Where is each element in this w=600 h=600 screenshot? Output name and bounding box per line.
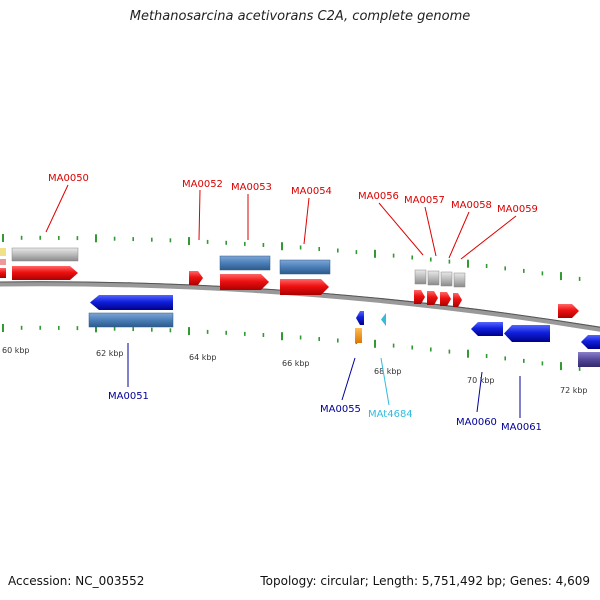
gene-label-ma0059[interactable]: MA0059 [497,204,538,215]
gene-arrow-ma0053[interactable] [220,274,269,290]
gene-feature-ma0050-rna[interactable] [11,247,79,262]
label-leader [378,202,424,256]
gene-arrow[interactable] [189,271,203,285]
scale-label: 72 kbp [560,386,588,395]
gene-feature[interactable] [0,268,6,278]
gene-arrow-ma0059[interactable] [453,293,462,307]
page-title: Methanosarcina acetivorans C2A, complete… [129,9,471,24]
gene-arrow-ma0050[interactable] [12,266,78,280]
label-leader [341,357,356,401]
gene-arrow-ma0061[interactable] [504,325,550,342]
gene-label-ma0056[interactable]: MA0056 [358,191,399,202]
gene-feature-ma0058-rna[interactable] [440,271,453,287]
gene-feature-ma0054-cds[interactable] [279,259,331,275]
gene-feature-ma0055-misc[interactable] [355,328,362,343]
scale-label: 62 kbp [96,349,124,358]
gene-arrow-ma0057[interactable] [427,291,438,305]
gene-arrow-ma0054[interactable] [280,279,329,295]
gene-label-ma0060[interactable]: MA0060 [456,417,497,428]
gene-feature-ma0059-rna[interactable] [453,272,466,288]
label-leader [476,371,483,413]
gene-arrow-ma0058[interactable] [440,292,451,306]
label-leader [380,357,390,406]
scale-label: 64 kbp [189,353,217,362]
gene-arrow-ma0055[interactable] [356,311,364,325]
genome-summary-text: Topology: circular; Length: 5,751,492 bp… [260,574,590,588]
gene-label-ma0057[interactable]: MA0057 [404,195,445,206]
gene-label-ma0055[interactable]: MA0055 [320,404,361,415]
gene-label-ma0053[interactable]: MA0053 [231,182,272,193]
gene-arrow-ma0051[interactable] [90,295,173,310]
label-leader [460,215,517,260]
gene-feature-ma0057-rna[interactable] [427,270,440,286]
gene-label-mat4684[interactable]: MAt4684 [368,409,413,420]
label-leader [424,206,437,257]
gene-arrow[interactable] [581,335,600,349]
accession-text: Accession: NC_003552 [8,574,145,588]
gene-feature-ma0053-cds[interactable] [219,255,271,271]
scale-label: 68 kbp [374,367,402,376]
label-leader [303,197,310,245]
gene-label-ma0061[interactable]: MA0061 [501,422,542,433]
gene-feature[interactable] [0,248,6,256]
gene-label-ma0051[interactable]: MA0051 [108,391,149,402]
scale-ticks-upper [2,234,581,281]
gene-feature[interactable] [578,352,600,367]
gene-feature-ma0056-rna[interactable] [414,269,427,285]
gene-label-ma0052[interactable]: MA0052 [182,179,223,190]
gene-label-ma0058[interactable]: MA0058 [451,200,492,211]
gene-feature[interactable] [0,259,6,265]
gene-label-ma0050[interactable]: MA0050 [48,173,89,184]
gene-arrow-ma0060[interactable] [471,322,503,336]
label-leader [45,184,69,233]
gene-arrow[interactable] [558,304,579,318]
label-leader [448,211,470,259]
gene-label-ma0054[interactable]: MA0054 [291,186,332,197]
gene-arrow-ma0056[interactable] [414,290,425,304]
gene-feature-ma0051-cds[interactable] [88,312,174,328]
gene-arrow-mat4684[interactable] [381,313,386,326]
label-leader [198,189,201,241]
scale-label: 60 kbp [2,346,30,355]
scale-label: 66 kbp [282,359,310,368]
